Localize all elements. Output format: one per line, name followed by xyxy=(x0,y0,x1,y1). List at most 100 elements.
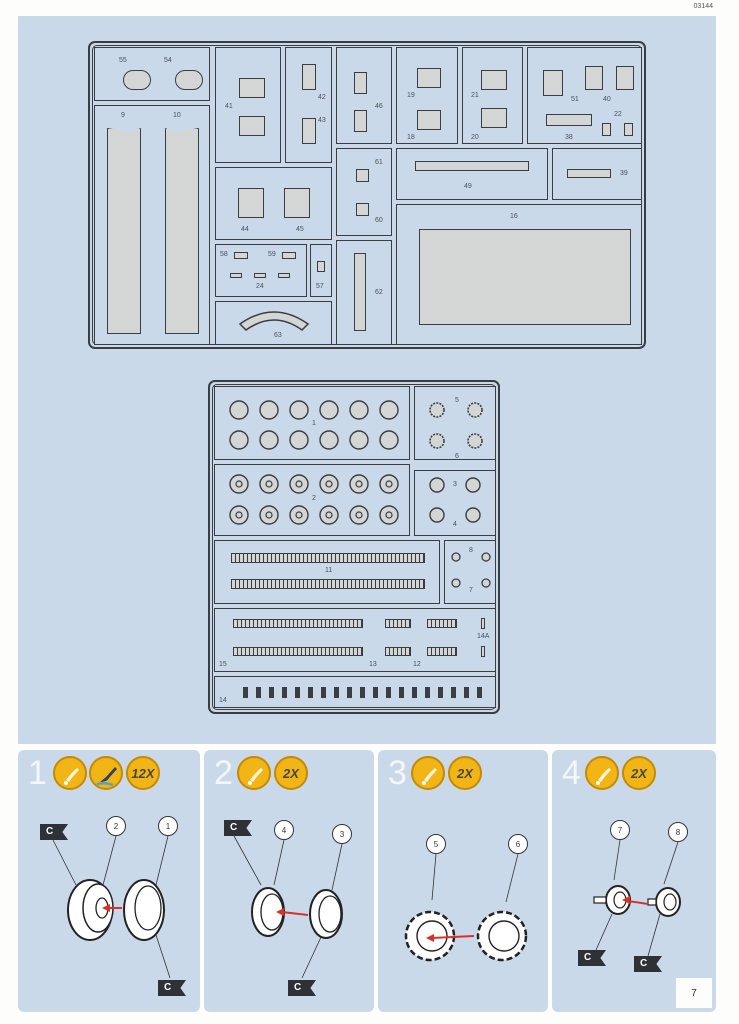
track-11b xyxy=(231,579,425,589)
part-24a xyxy=(230,273,242,278)
track-13b xyxy=(385,647,411,656)
part-59 xyxy=(282,252,296,259)
part-22b xyxy=(624,123,633,136)
label-15: 15 xyxy=(219,661,227,668)
part-callout-2: 2 xyxy=(106,816,126,836)
label-18: 18 xyxy=(407,134,415,141)
part-callout-5: 5 xyxy=(426,834,446,854)
label-19: 19 xyxy=(407,92,415,99)
glue-icon xyxy=(237,756,271,790)
label-16: 16 xyxy=(510,213,518,220)
cell-parts-58-59-24: 58 59 24 xyxy=(215,244,307,297)
part-38 xyxy=(546,114,592,126)
step-number: 3 xyxy=(388,754,407,792)
track-15a xyxy=(233,619,363,628)
cell-part-63: 63 xyxy=(215,301,332,345)
cell-parts-55-54: 55 54 xyxy=(94,47,210,101)
assembly-steps: 1 12X 2 1 C C 2 2X 4 xyxy=(18,750,716,1018)
page-number: 7 xyxy=(676,978,712,1008)
step-number: 1 xyxy=(28,754,47,792)
cell-part-2: 2 xyxy=(214,464,410,536)
part-18 xyxy=(417,110,441,130)
part-40a xyxy=(585,66,603,90)
label-13: 13 xyxy=(369,661,377,668)
part-24b xyxy=(254,273,266,278)
cell-part-46: 46 xyxy=(336,47,392,144)
label-9: 9 xyxy=(121,112,125,119)
step-3-panel: 3 2X 5 6 xyxy=(378,750,548,1012)
label-41: 41 xyxy=(225,103,233,110)
parts-overview-panel: 55 54 9 10 41 42 43 46 xyxy=(18,16,716,744)
label-8: 8 xyxy=(469,547,473,554)
label-62: 62 xyxy=(375,289,383,296)
sprue-frame-upper: 55 54 9 10 41 42 43 46 xyxy=(88,41,646,349)
part-57 xyxy=(317,261,325,272)
part-61 xyxy=(356,169,369,182)
label-1: 1 xyxy=(312,420,316,427)
part-55 xyxy=(123,70,151,90)
part-58 xyxy=(234,252,248,259)
part-callout-6: 6 xyxy=(508,834,528,854)
step-4-illustration xyxy=(593,839,681,957)
part-44 xyxy=(238,188,264,218)
label-2: 2 xyxy=(312,495,316,502)
part-39 xyxy=(567,169,611,178)
part-42 xyxy=(302,64,316,90)
cell-parts-21-20: 21 20 xyxy=(462,47,523,144)
label-55: 55 xyxy=(119,57,127,64)
color-flag-c: C xyxy=(40,824,68,840)
label-60: 60 xyxy=(375,217,383,224)
part-62 xyxy=(354,253,366,331)
track-11a xyxy=(231,553,425,563)
step-number: 2 xyxy=(214,754,233,792)
label-42: 42 xyxy=(318,94,326,101)
cell-part-1: 1 xyxy=(214,386,410,460)
document-code: 03144 xyxy=(693,3,713,10)
label-7: 7 xyxy=(469,587,473,594)
cell-parts-3-4: 3 4 xyxy=(414,470,496,536)
label-43: 43 xyxy=(318,117,326,124)
cell-parts-8-7: 8 7 xyxy=(444,540,496,604)
cell-parts-51-40-38-22: 51 40 38 22 xyxy=(527,47,642,144)
label-38: 38 xyxy=(565,134,573,141)
cell-part-49: 49 xyxy=(396,148,548,200)
label-59: 59 xyxy=(268,251,276,258)
glue-icon xyxy=(53,756,87,790)
paint-brush-icon xyxy=(89,756,123,790)
label-45: 45 xyxy=(296,226,304,233)
label-4: 4 xyxy=(453,521,457,528)
label-24: 24 xyxy=(256,283,264,290)
step-3-illustration xyxy=(404,853,528,962)
quantity-badge: 2X xyxy=(448,756,482,790)
cell-parts-19-18: 19 18 xyxy=(396,47,458,144)
part-10 xyxy=(165,128,199,334)
label-6: 6 xyxy=(455,453,459,460)
cell-parts-9-10: 9 10 xyxy=(94,105,210,345)
label-63: 63 xyxy=(274,332,282,339)
track-links-14 xyxy=(243,687,487,698)
idler-wheels-parts-3-4 xyxy=(429,477,481,523)
part-49 xyxy=(415,161,529,171)
part-63-arc xyxy=(238,311,310,331)
label-5: 5 xyxy=(455,397,459,404)
part-45 xyxy=(284,188,310,218)
part-21 xyxy=(481,70,507,90)
step-1-panel: 1 12X 2 1 C C xyxy=(18,750,200,1012)
part-20 xyxy=(481,108,507,128)
cell-part-57: 57 xyxy=(310,244,332,297)
label-54: 54 xyxy=(164,57,172,64)
color-flag-c: C xyxy=(288,980,316,996)
track-12b xyxy=(427,647,457,656)
cell-part-16: 16 xyxy=(396,204,642,345)
step-number: 4 xyxy=(562,754,581,792)
label-44: 44 xyxy=(241,226,249,233)
part-43 xyxy=(302,118,316,144)
track-13a xyxy=(385,619,411,628)
cell-parts-5-6: 5 6 xyxy=(414,386,496,460)
step-4-panel: 4 2X 7 8 C C 7 xyxy=(552,750,716,1012)
step-2-panel: 2 2X 4 3 C C xyxy=(204,750,374,1012)
cell-parts-42-43: 42 43 xyxy=(285,47,332,163)
quantity-badge: 12X xyxy=(126,756,160,790)
road-wheels-part-1 xyxy=(229,400,399,450)
cell-part-39: 39 xyxy=(552,148,642,200)
